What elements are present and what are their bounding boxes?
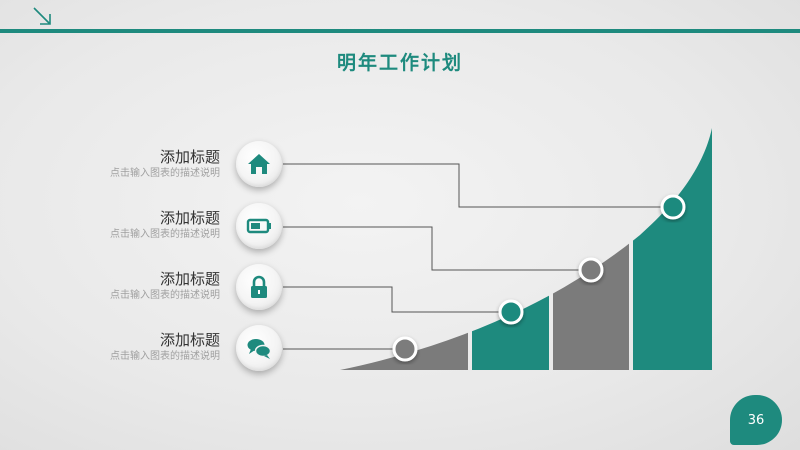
top-accent-line — [0, 29, 800, 33]
chart-segment-2 — [472, 128, 549, 370]
item-description: 点击输入图表的描述说明 — [110, 229, 220, 240]
chart-segment-3 — [553, 128, 629, 370]
list-item: 添加标题 点击输入图表的描述说明 — [60, 208, 220, 242]
connector-line-3 — [283, 286, 511, 313]
corner-arrow-icon — [33, 7, 51, 25]
item-title: 添加标题 — [159, 148, 220, 166]
chat-bubbles-icon-button[interactable] — [236, 325, 282, 371]
item-description: 点击输入图表的描述说明 — [110, 290, 220, 301]
connector-line-1 — [283, 163, 672, 208]
item-title: 添加标题 — [159, 270, 220, 288]
lock-icon-button[interactable] — [236, 264, 282, 310]
page-title: 明年工作计划 — [336, 52, 463, 74]
battery-icon-button[interactable] — [236, 203, 282, 249]
connector-line-2 — [283, 226, 590, 271]
curve-dot-4 — [392, 336, 418, 362]
list-item: 添加标题 点击输入图表的描述说明 — [60, 269, 220, 303]
lock-icon — [251, 275, 267, 298]
list-item: 添加标题 点击输入图表的描述说明 — [60, 330, 220, 364]
curve-dot-1 — [660, 194, 686, 220]
chart-segment-1 — [340, 128, 468, 370]
curve-dot-3 — [498, 299, 524, 325]
chat-bubbles-icon — [247, 339, 272, 359]
chart-segment-4 — [633, 128, 712, 370]
item-title: 添加标题 — [159, 209, 220, 227]
item-description: 点击输入图表的描述说明 — [110, 168, 220, 179]
home-icon-button[interactable] — [236, 141, 282, 187]
battery-icon — [246, 218, 271, 234]
curve-dot-2 — [578, 257, 604, 283]
home-icon — [248, 154, 270, 174]
item-description: 点击输入图表的描述说明 — [110, 351, 220, 362]
list-item: 添加标题 点击输入图表的描述说明 — [60, 147, 220, 181]
item-title: 添加标题 — [159, 331, 220, 349]
page-number-badge: 36 — [730, 395, 782, 445]
